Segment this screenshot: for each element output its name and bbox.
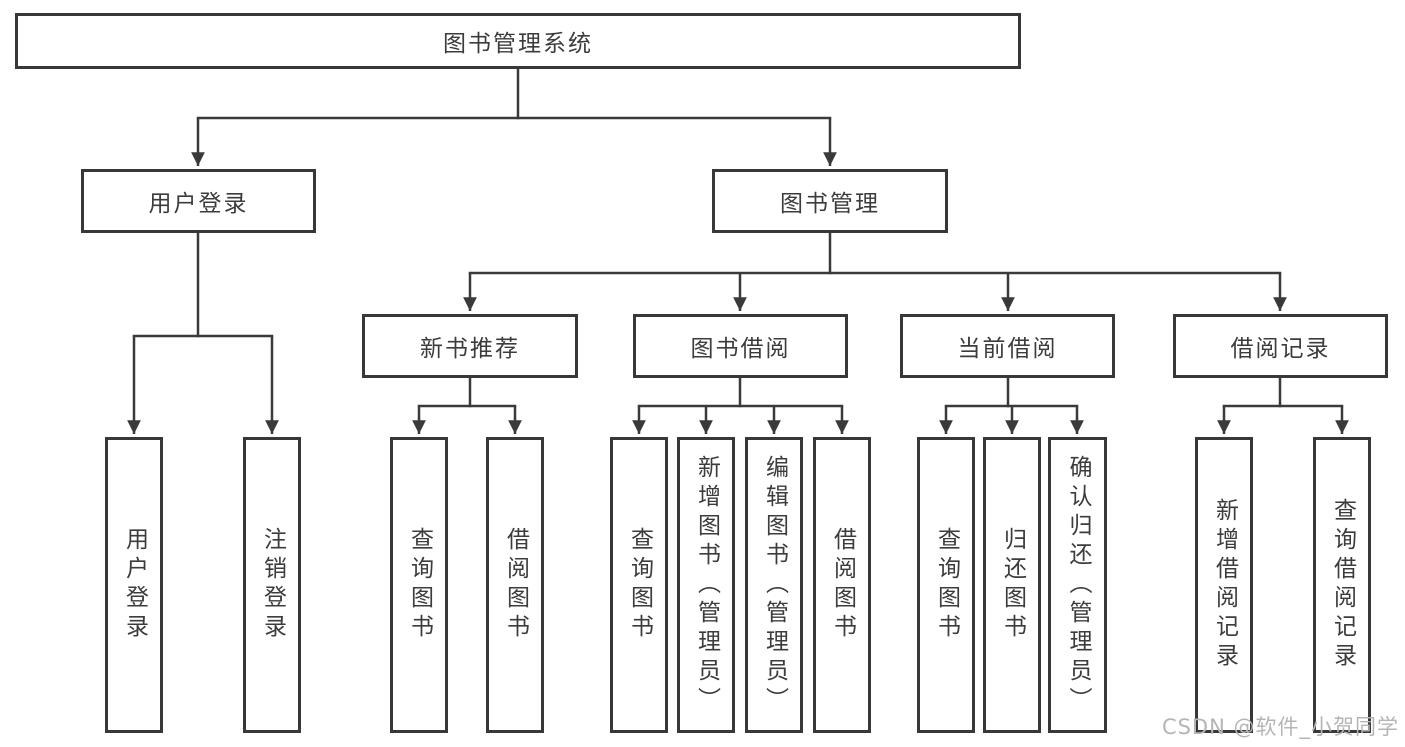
leaf-logout-login-label: 注销登录 bbox=[259, 527, 286, 643]
node-borrow-records: 借阅记录 bbox=[1173, 314, 1388, 378]
leaf-borrow-book-1: 借阅图书 bbox=[486, 437, 544, 733]
leaf-query-borrow-record: 查询借阅记录 bbox=[1313, 437, 1371, 733]
leaf-add-borrow-record-label: 新增借阅记录 bbox=[1211, 498, 1238, 672]
leaf-query-book-3: 查询图书 bbox=[917, 437, 975, 733]
node-user-login-label: 用户登录 bbox=[148, 191, 249, 217]
node-new-book-recommend: 新书推荐 bbox=[362, 314, 578, 378]
node-borrow-records-label: 借阅记录 bbox=[1230, 336, 1331, 362]
leaf-borrow-book-2: 借阅图书 bbox=[813, 437, 871, 733]
leaf-query-book-1: 查询图书 bbox=[390, 437, 448, 733]
node-book-borrow: 图书借阅 bbox=[633, 314, 848, 378]
leaf-user-login-label: 用户登录 bbox=[121, 527, 148, 643]
node-root-label: 图书管理系统 bbox=[443, 31, 593, 57]
edges-root bbox=[191, 67, 837, 166]
leaf-return-book-label: 归还图书 bbox=[999, 527, 1026, 643]
leaf-add-book-admin: 新增图书（管理员） bbox=[677, 437, 735, 733]
leaf-logout-login: 注销登录 bbox=[243, 437, 301, 733]
leaf-user-login: 用户登录 bbox=[105, 437, 163, 733]
edges-book-management bbox=[463, 231, 1287, 311]
leaf-confirm-return-admin: 确认归还（管理员） bbox=[1048, 437, 1107, 733]
leaf-borrow-book-1-label: 借阅图书 bbox=[502, 527, 529, 643]
node-current-borrow-label: 当前借阅 bbox=[957, 336, 1058, 362]
leaf-add-book-admin-label: 新增图书（管理员） bbox=[693, 454, 720, 716]
edges-book-borrow bbox=[632, 376, 849, 434]
edges-new-book-recommend bbox=[412, 376, 522, 434]
node-current-borrow: 当前借阅 bbox=[900, 314, 1115, 378]
watermark: CSDN @软件_小贺同学 bbox=[1161, 715, 1399, 739]
leaf-query-book-3-label: 查询图书 bbox=[933, 527, 960, 643]
node-root: 图书管理系统 bbox=[15, 13, 1021, 69]
node-book-borrow-label: 图书借阅 bbox=[690, 336, 791, 362]
leaf-confirm-return-admin-label: 确认归还（管理员） bbox=[1065, 454, 1091, 716]
edges-current-borrow bbox=[939, 376, 1084, 434]
leaf-add-borrow-record: 新增借阅记录 bbox=[1195, 437, 1253, 733]
node-user-login: 用户登录 bbox=[81, 169, 316, 233]
node-book-management-label: 图书管理 bbox=[780, 191, 880, 217]
leaf-return-book: 归还图书 bbox=[983, 437, 1041, 733]
leaf-query-book-2: 查询图书 bbox=[610, 437, 668, 733]
leaf-query-borrow-record-label: 查询借阅记录 bbox=[1329, 498, 1356, 672]
edges-borrow-records bbox=[1217, 376, 1349, 434]
leaf-borrow-book-2-label: 借阅图书 bbox=[829, 527, 856, 643]
leaf-edit-book-admin-label: 编辑图书（管理员） bbox=[761, 454, 788, 716]
leaf-query-book-1-label: 查询图书 bbox=[406, 527, 433, 643]
leaf-edit-book-admin: 编辑图书（管理员） bbox=[745, 437, 803, 733]
leaf-query-book-2-label: 查询图书 bbox=[626, 527, 653, 643]
edges-user-login bbox=[127, 231, 279, 434]
node-new-book-recommend-label: 新书推荐 bbox=[420, 336, 520, 362]
node-book-management: 图书管理 bbox=[712, 169, 948, 233]
